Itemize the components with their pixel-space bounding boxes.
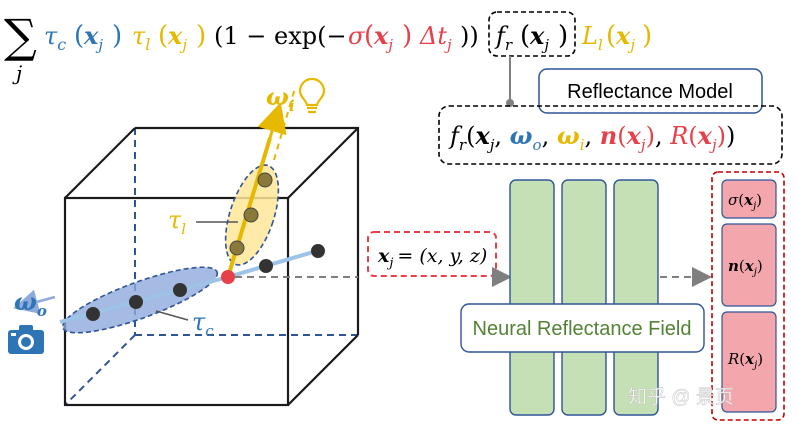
tau-l-label: τl: [168, 206, 186, 238]
eq-tau-c-close-paren: ): [112, 21, 122, 51]
neural-network-layers: [509, 179, 659, 416]
eq-one-minus-exp: (1 − exp(−: [214, 22, 347, 50]
camera-sample-point: [311, 244, 325, 258]
cube-top-left-edge: [64, 127, 136, 199]
network-layer: [613, 179, 659, 416]
tau-c-label: τc: [192, 308, 214, 340]
tau-c-leader: [155, 310, 189, 321]
camera-ray-segment-far: [227, 248, 321, 279]
eq-sigma-open-paren: (: [364, 21, 374, 51]
outputs-group-box: [711, 171, 785, 421]
eq-fr-box: [488, 11, 576, 57]
eq-tau-l-x: xj: [167, 21, 187, 54]
output-sigma-box: [721, 179, 777, 219]
eq-sigma: σ: [348, 22, 365, 50]
output-reflectance-label: R(xj): [727, 350, 763, 371]
camera-sample-point: [173, 283, 187, 297]
omega-o-label: ωo: [14, 287, 47, 320]
eq-tau-l-close-paren: ): [196, 21, 206, 51]
light-sample-point: [243, 207, 259, 223]
eq-L-l-open-paren: (: [606, 21, 616, 51]
xj-label: xj= (x, y, z): [377, 245, 487, 271]
eq-L-l-x: xj: [615, 21, 635, 54]
omega-i-arrow: [257, 102, 287, 139]
omega-o-arrow: [13, 289, 56, 314]
eq-tau-l-open-paren: (: [158, 21, 168, 51]
eq-L-l: Ll: [581, 22, 603, 54]
reflectance-model-title-box: [538, 68, 763, 114]
light-dashed-line: [273, 87, 296, 161]
light-sample-point: [229, 240, 245, 256]
network-title-box: [460, 303, 705, 353]
cube-top-right-edge: [287, 127, 359, 199]
fr-connector-dot: [506, 99, 514, 107]
output-sigma-label: σ(xj): [728, 191, 762, 212]
reflectance-model: Reflectance Model fr(xj, ωo, ωi, n(xj), …: [438, 68, 783, 165]
reflectance-model-formula-box: [438, 105, 783, 165]
eq-sigma-close-paren: ): [402, 21, 412, 51]
output-normal-box: [721, 223, 777, 307]
eq-fr-open-paren: (: [520, 21, 530, 51]
network-title: Neural Reflectance Field: [473, 318, 692, 340]
camera-sample-point: [86, 307, 100, 321]
eq-tau-c: τc: [44, 22, 66, 54]
light-sample-point: [257, 172, 273, 188]
sum-index: j: [12, 61, 22, 85]
reflectance-model-formula: fr(xj, ωo, ωi, n(xj), R(xj)): [448, 121, 735, 154]
query-point-xj: [221, 270, 235, 284]
cube-bottom-right-edge: [287, 334, 359, 406]
eq-tau-c-open-paren: (: [74, 21, 84, 51]
network-layer: [561, 179, 607, 416]
xj-label-box: [367, 231, 497, 277]
eq-sigma-x: xj: [373, 21, 393, 54]
cube-back-diagonal-edge: [64, 334, 136, 406]
camera-sample-point: [259, 259, 273, 273]
output-normal-label: n(xj): [728, 257, 763, 278]
output-reflectance-box: [721, 311, 777, 413]
eq-tau-c-x: xj: [83, 21, 103, 54]
watermark: 知乎 @ 景页: [628, 386, 734, 408]
network-layer: [509, 179, 555, 416]
eq-fr-close-paren: ): [558, 21, 568, 51]
cube-front-face: [63, 196, 290, 407]
eq-fr-x: xj: [529, 21, 549, 54]
camera-icon: [8, 325, 44, 354]
eq-tau-l: τl: [132, 22, 150, 54]
rendering-equation: ∑ j τc ( xj ) τl ( xj ) (1 − exp(− σ ( x…: [4, 9, 652, 85]
omega-i-label: ωi: [266, 82, 295, 115]
sum-symbol: ∑: [4, 9, 37, 63]
camera-sample-point: [129, 295, 143, 309]
eq-close-parens: )): [460, 22, 479, 50]
eq-delta-t: Δtj: [419, 22, 452, 54]
scene-cube: [63, 126, 360, 407]
eq-fr: fr: [494, 22, 513, 54]
eq-L-l-close-paren: ): [642, 21, 652, 51]
reflectance-model-title: Reflectance Model: [567, 81, 733, 103]
lightbulb-icon: [298, 77, 326, 114]
